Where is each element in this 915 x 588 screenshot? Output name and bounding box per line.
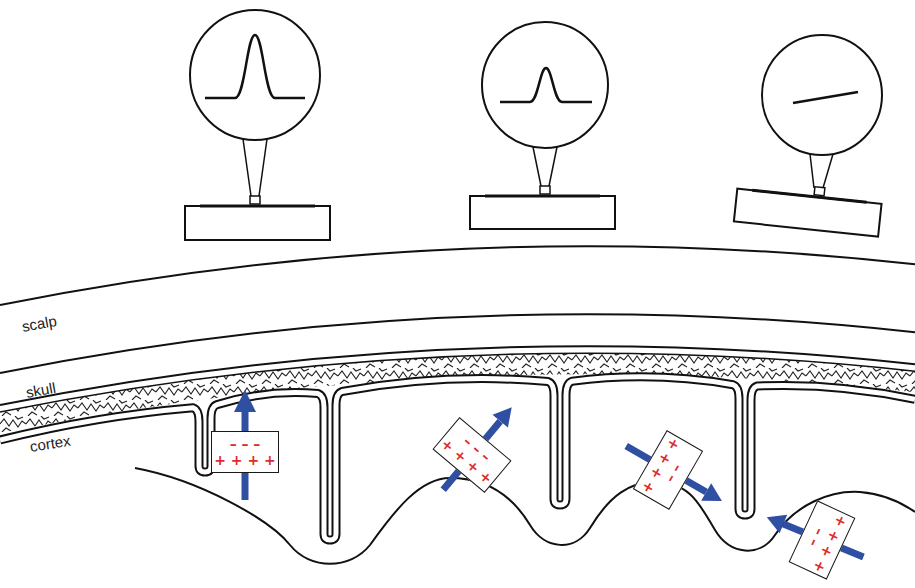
electrode-left <box>185 10 330 240</box>
cortex-surface <box>0 377 915 540</box>
scalp-surface <box>0 246 915 305</box>
dipole-arrows <box>234 390 863 557</box>
arrow-head <box>234 390 256 412</box>
bubble-tail <box>533 147 557 186</box>
waveform-flat <box>793 92 858 103</box>
electrode-plate <box>485 195 600 198</box>
bubble-tail <box>810 154 833 188</box>
electrode-plate <box>752 190 866 202</box>
electrode-connector <box>250 196 260 204</box>
waveform-small <box>500 68 592 102</box>
electrode-connector <box>540 186 550 194</box>
layer-label: scalp <box>21 312 58 335</box>
dipole-box: – – –+ + + + <box>432 417 511 493</box>
signal-bubble <box>482 22 608 148</box>
bubble-tail <box>243 139 267 196</box>
waveform-large <box>205 35 305 98</box>
arrow-head <box>767 515 787 533</box>
signal-bubble <box>190 10 320 140</box>
positive-charges: + + + + <box>214 452 276 468</box>
electrode-base <box>734 179 883 237</box>
electrode-pad <box>734 189 882 237</box>
negative-charges: – – – <box>230 436 261 452</box>
dipole-box: – –+ + + + <box>633 430 703 510</box>
electrode-plate <box>200 205 315 208</box>
pia-gap <box>0 377 915 540</box>
electrode-pad <box>470 196 615 229</box>
dipole-box: – –+ + + + <box>789 500 856 579</box>
layer-label: cortex <box>29 432 72 455</box>
electrode-connector <box>814 187 825 196</box>
electrode-right <box>734 35 883 237</box>
electrode-pad <box>185 206 330 240</box>
arrow-head <box>493 407 512 427</box>
pia-outline <box>0 377 915 540</box>
arrow-head <box>701 483 722 501</box>
signal-bubble <box>762 35 882 155</box>
layer-label: skull <box>25 379 58 401</box>
electrode-middle <box>470 22 615 229</box>
dipole-box: – – –+ + + + <box>211 431 279 473</box>
